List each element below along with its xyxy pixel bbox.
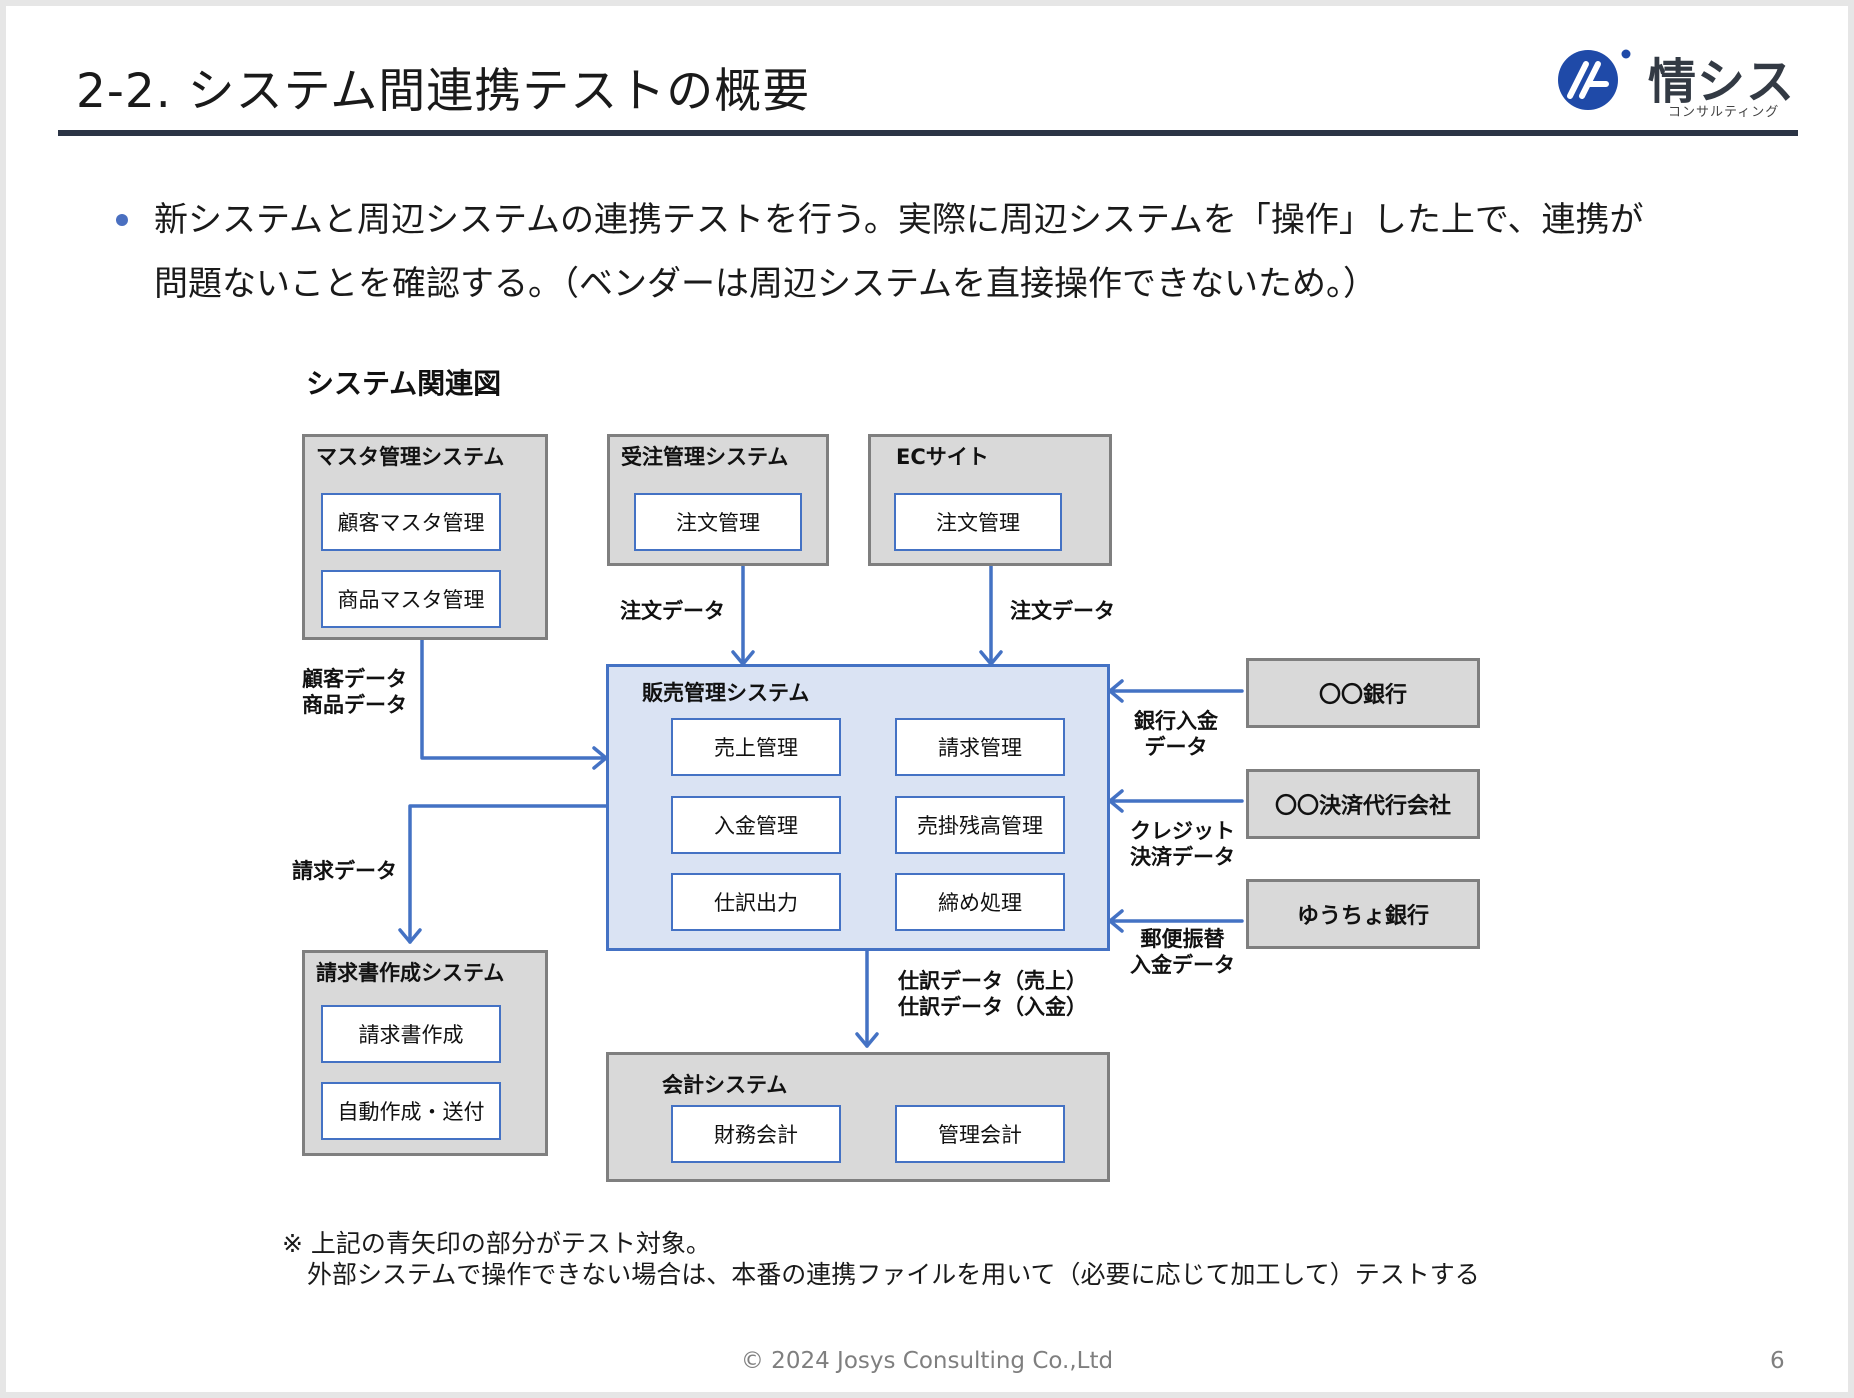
module-closing: 締め処理 xyxy=(895,873,1065,931)
bullet-icon xyxy=(116,214,128,226)
slide: 2-2. システム間連携テストの概要 情シス コンサルティング 新システムと周辺… xyxy=(6,6,1848,1392)
master-system-box: マスタ管理システム 顧客マスタ管理 商品マスタ管理 xyxy=(302,434,548,640)
module-auto-send: 自動作成・送付 xyxy=(321,1082,501,1140)
module-journal-output: 仕訳出力 xyxy=(671,873,841,931)
system-label: ECサイト xyxy=(896,445,989,469)
module-receivable: 売掛残高管理 xyxy=(895,796,1065,854)
external-label: 〇〇決済代行会社 xyxy=(1274,794,1451,819)
flow-label-master-data: 顧客データ 商品データ xyxy=(302,667,407,717)
flow-label-postal: 郵便振替 入金データ xyxy=(1130,927,1235,977)
system-label: 販売管理システム xyxy=(642,681,810,705)
module-customer-master: 顧客マスタ管理 xyxy=(321,493,501,551)
system-label: マスタ管理システム xyxy=(316,445,505,469)
module-ec-order: 注文管理 xyxy=(894,493,1062,551)
diagram-title: システム関連図 xyxy=(306,367,502,400)
page-title: 2-2. システム間連携テストの概要 xyxy=(76,64,811,119)
arrow-master-to-sales xyxy=(420,638,608,760)
flow-label-ec-order-data: 注文データ xyxy=(1010,599,1115,623)
module-product-master: 商品マスタ管理 xyxy=(321,570,501,628)
arrow-sales-to-invoice xyxy=(408,804,608,944)
module-invoice-create: 請求書作成 xyxy=(321,1005,501,1063)
flow-label-order-data: 注文データ xyxy=(620,599,725,623)
body-paragraph: 新システムと周辺システムの連携テストを行う。実際に周辺システムを「操作」した上で… xyxy=(154,188,1754,316)
system-label: 受注管理システム xyxy=(621,445,789,469)
module-financial-accounting: 財務会計 xyxy=(671,1105,841,1163)
page-number: 6 xyxy=(1770,1348,1785,1374)
system-label: 会計システム xyxy=(662,1073,788,1097)
external-bank-box: 〇〇銀行 xyxy=(1246,658,1480,728)
invoice-system-box: 請求書作成システム 請求書作成 自動作成・送付 xyxy=(302,950,548,1156)
company-logo: 情シス コンサルティング xyxy=(1554,40,1804,122)
body-line: 問題ないことを確認する。（ベンダーは周辺システムを直接操作できないため。） xyxy=(154,264,1377,304)
order-system-box: 受注管理システム 注文管理 xyxy=(607,434,829,566)
module-sales: 売上管理 xyxy=(671,718,841,776)
external-postal-bank-box: ゆうちょ銀行 xyxy=(1246,879,1480,949)
module-management-accounting: 管理会計 xyxy=(895,1105,1065,1163)
module-billing: 請求管理 xyxy=(895,718,1065,776)
footnote-line: 外部システムで操作できない場合は、本番の連携ファイルを用いて（必要に応じて加工し… xyxy=(282,1260,1480,1289)
copyright: © 2024 Josys Consulting Co.,Ltd xyxy=(740,1348,1114,1374)
title-divider xyxy=(58,130,1798,136)
flow-label-billing-data: 請求データ xyxy=(292,859,397,883)
flow-label-bank-deposit: 銀行入金 データ xyxy=(1134,709,1218,759)
footnote-line: ※ 上記の青矢印の部分がテスト対象。 xyxy=(282,1229,711,1258)
module-order: 注文管理 xyxy=(634,493,802,551)
flow-label-credit: クレジット 決済データ xyxy=(1130,819,1235,869)
logo-subtitle: コンサルティング xyxy=(1668,105,1780,120)
logo-name: 情シス xyxy=(1648,54,1796,110)
body-line: 新システムと周辺システムの連携テストを行う。実際に周辺システムを「操作」した上で… xyxy=(154,200,1644,240)
accounting-system-box: 会計システム 財務会計 管理会計 xyxy=(606,1052,1110,1182)
external-payment-agency-box: 〇〇決済代行会社 xyxy=(1246,769,1480,839)
external-label: 〇〇銀行 xyxy=(1318,683,1407,708)
module-deposit: 入金管理 xyxy=(671,796,841,854)
sales-system-box: 販売管理システム 売上管理 請求管理 入金管理 売掛残高管理 仕訳出力 締め処理 xyxy=(606,664,1110,951)
flow-label-journal: 仕訳データ（売上） 仕訳データ（入金） xyxy=(898,969,1087,1019)
system-label: 請求書作成システム xyxy=(316,961,505,985)
logo-mark-icon xyxy=(1558,49,1631,110)
ec-site-box: ECサイト 注文管理 xyxy=(868,434,1112,566)
external-label: ゆうちょ銀行 xyxy=(1296,904,1429,929)
footnote: ※ 上記の青矢印の部分がテスト対象。 外部システムで操作できない場合は、本番の連… xyxy=(282,1228,1480,1290)
